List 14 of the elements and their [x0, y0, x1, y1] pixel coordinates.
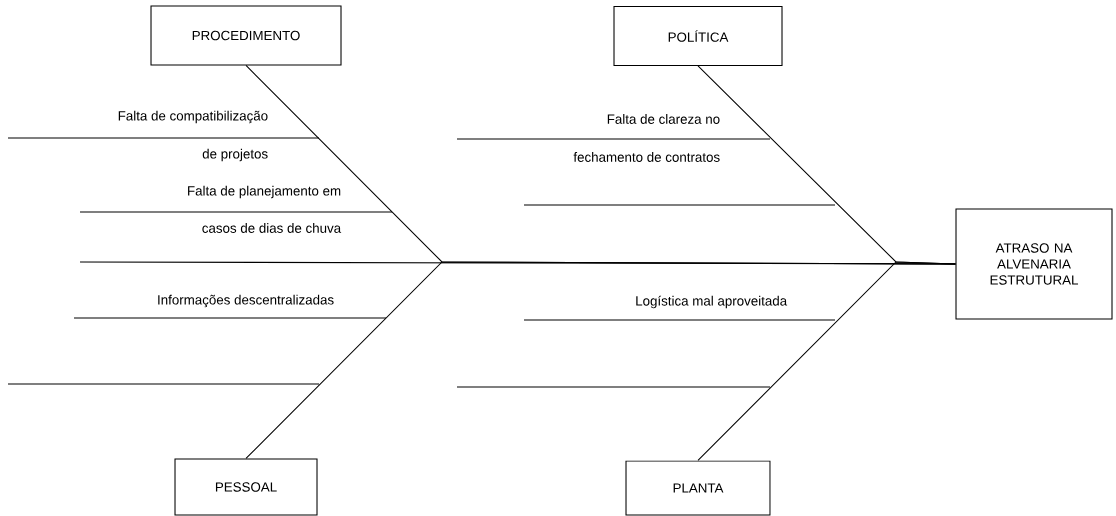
cause-text: casos de dias de chuva: [202, 223, 342, 233]
cause-text: fechamento de contratos: [573, 152, 720, 162]
category-box: ATRASO NA ALVENARIA ESTRUTURAL: [955, 208, 1113, 320]
category-box: PLANTA: [625, 460, 771, 516]
category-box: POLÍTICA: [613, 6, 783, 66]
cause-text: Informações descentralizadas: [158, 294, 334, 308]
category-box: PROCEDIMENTO: [150, 5, 342, 66]
cause-text: Logística mal aproveitada: [636, 295, 788, 309]
cause-text: Falta de compatibilização: [118, 110, 268, 124]
cause-text: de projetos: [202, 148, 268, 162]
cause-text: Falta de clareza no: [607, 114, 720, 124]
category-box: PESSOAL: [174, 458, 318, 516]
cause-text: Falta de planejamento em: [188, 185, 341, 199]
bone-line: [697, 261, 956, 461]
